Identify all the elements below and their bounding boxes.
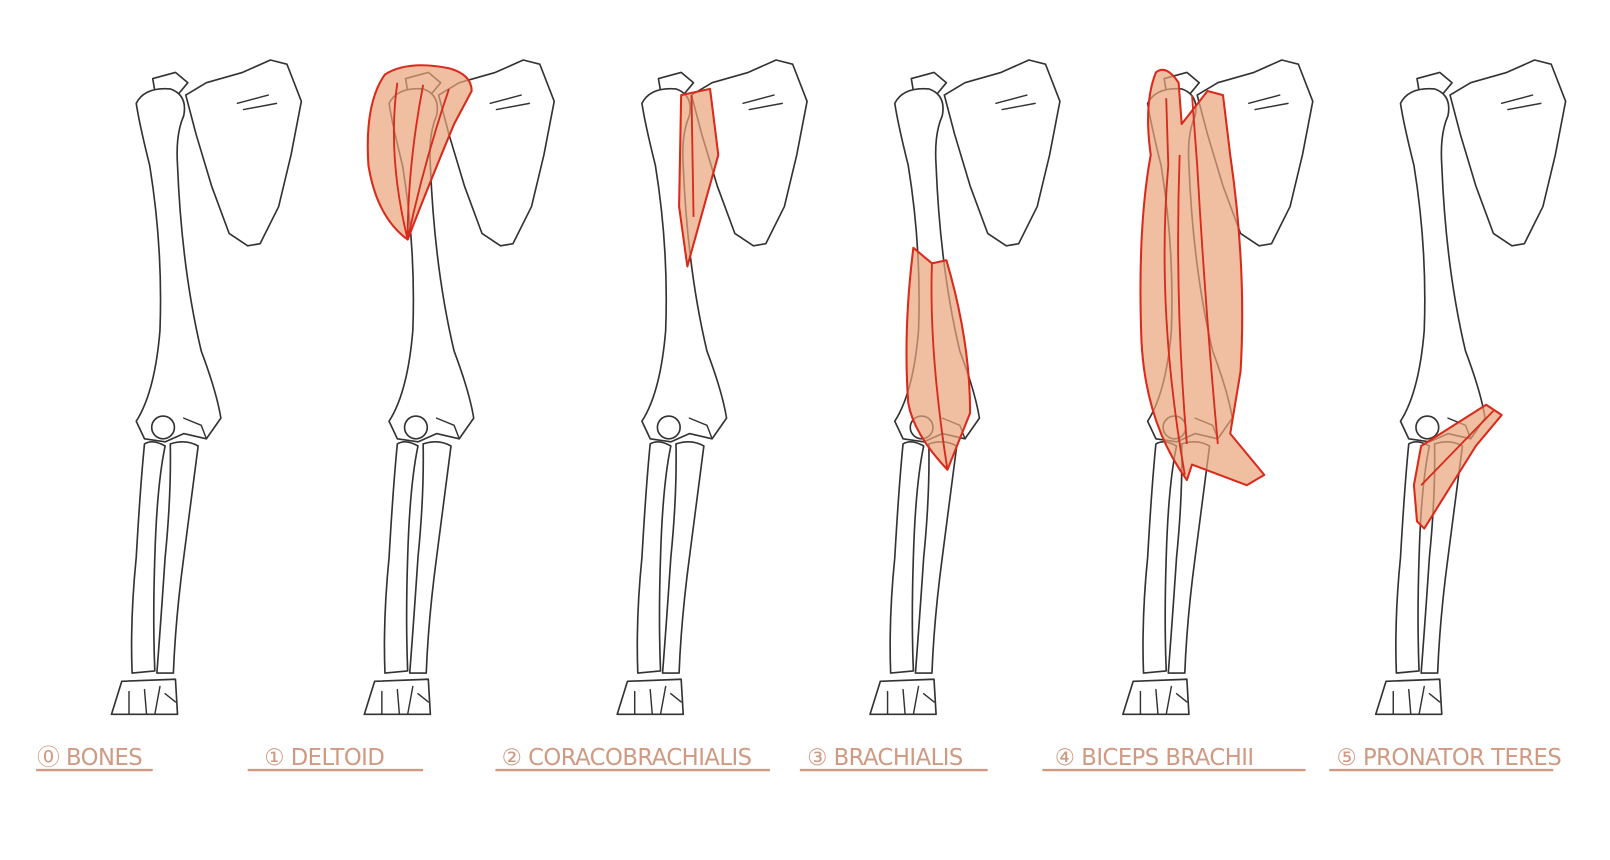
label-pronator-teres: ⑤ PRONATOR TERES	[1329, 745, 1562, 772]
svg-text:⑤ PRONATOR TERES: ⑤ PRONATOR TERES	[1337, 745, 1562, 771]
pronator-teres-muscle	[1412, 403, 1503, 530]
panel-pronator-teres	[1374, 59, 1567, 716]
brachialis-muscle	[905, 246, 972, 471]
svg-text:① DELTOID: ① DELTOID	[264, 745, 384, 771]
panel-brachialis	[869, 59, 1061, 716]
svg-text:② CORACOBRACHIALIS: ② CORACOBRACHIALIS	[502, 745, 752, 771]
panel-deltoid	[363, 59, 556, 716]
coracobrachialis-muscle	[678, 87, 720, 268]
label-coracobrachialis: ② CORACOBRACHIALIS	[495, 745, 770, 772]
label-brachialis: ③ BRACHIALIS	[799, 745, 988, 772]
panel-bones	[110, 59, 303, 716]
panel-biceps-brachii	[1122, 59, 1314, 716]
label-bones: ⓪ BONES	[36, 745, 153, 772]
svg-text:⓪ BONES: ⓪ BONES	[37, 745, 142, 771]
svg-text:③ BRACHIALIS: ③ BRACHIALIS	[807, 745, 963, 771]
label-biceps-brachii: ④ BICEPS BRACHII	[1042, 745, 1306, 772]
svg-text:④ BICEPS BRACHII: ④ BICEPS BRACHII	[1055, 745, 1254, 771]
panel-coracobrachialis	[616, 59, 808, 716]
label-deltoid: ① DELTOID	[247, 745, 424, 772]
